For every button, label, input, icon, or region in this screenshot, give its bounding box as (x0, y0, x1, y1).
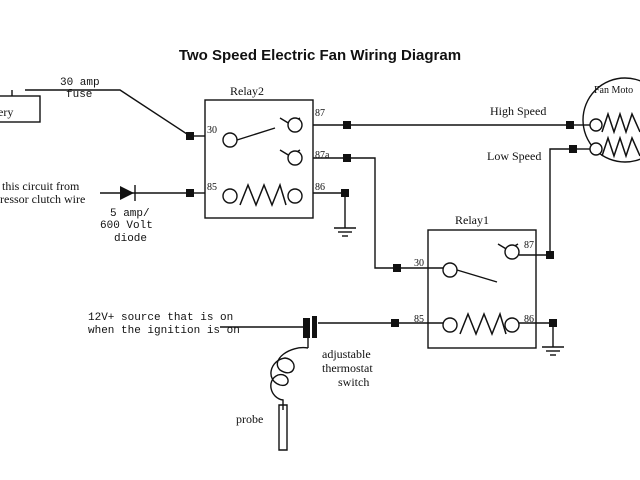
low-speed-label: Low Speed (487, 149, 541, 163)
terminal-relay1-87 (546, 251, 554, 259)
terminal-high-speed (566, 121, 574, 129)
terminal-relay2-85-ext (186, 189, 194, 197)
probe-bulb (278, 404, 288, 451)
relay2: Relay2 30 85 87 87a 86 (194, 84, 330, 219)
relay1-pin87 (504, 244, 520, 260)
thermostat-label-line3: switch (338, 375, 369, 389)
terminal-relay2-87a (343, 154, 351, 162)
probe-capillary (270, 346, 309, 410)
relay1-pin87-label: 87 (524, 240, 534, 251)
relay1-pin30 (442, 262, 458, 278)
terminal-relay1-86 (549, 319, 557, 327)
probe-label: probe (236, 412, 263, 426)
relay1-pin85 (442, 317, 458, 333)
fan-motor-label: Fan Moto (594, 85, 633, 96)
relay2-pin87a-label: 87a (315, 150, 330, 161)
ground-icon-relay1 (542, 327, 564, 356)
terminal-relay2-86 (341, 189, 349, 197)
terminal-relay1-85 (391, 319, 399, 327)
diode-label-line1: 5 amp/ (110, 208, 150, 220)
relay1-pin86 (504, 317, 520, 333)
relay1-body (427, 229, 537, 349)
relay2-pin87-label: 87 (315, 108, 325, 119)
compressor-note-line1: this circuit from (2, 179, 80, 193)
high-speed-label: High Speed (490, 104, 546, 118)
fuse-label-line2: fuse (66, 89, 92, 101)
relay2-coil (239, 182, 287, 208)
terminal-relay1-30 (393, 264, 401, 272)
relay2-pin30 (222, 132, 238, 148)
compressor-note-line2: ressor clutch wire (0, 192, 85, 206)
terminal-relay2-87 (343, 121, 351, 129)
relay2-pin85-label: 85 (207, 182, 217, 193)
relay2-label: Relay2 (230, 84, 264, 98)
relay1: Relay1 30 85 87 86 (414, 213, 537, 349)
relay1-coil (459, 311, 507, 337)
battery-body (0, 95, 41, 123)
thermostat-label-line1: adjustable (322, 347, 371, 361)
fan-motor: Fan Moto (574, 77, 640, 163)
thermostat-label-line2: thermostat (322, 361, 373, 375)
relay2-pin86 (287, 188, 303, 204)
relay2-pin30-label: 30 (207, 125, 217, 136)
ground-icon (334, 197, 356, 237)
relay1-label: Relay1 (455, 213, 489, 227)
diagram-title: Two Speed Electric Fan Wiring Diagram (179, 47, 461, 64)
fan-motor-body (582, 77, 640, 163)
terminal-relay2-30-ext (186, 132, 194, 140)
battery-label: ery (0, 105, 13, 119)
thermostat-switch-icon (270, 316, 317, 451)
battery: ery (0, 89, 60, 123)
relay2-87a-wire (313, 157, 395, 269)
fuse-label-line1: 30 amp (60, 77, 100, 89)
low-speed-wire (549, 148, 573, 258)
diode-label-line2: 600 Volt (100, 220, 153, 232)
relay2-pin86-label: 86 (315, 182, 325, 193)
fan-low-winding (601, 135, 640, 159)
fan-high-winding (601, 111, 640, 135)
source-label-line1: 12V+ source that is on (88, 312, 233, 324)
relay2-switch-arm (236, 127, 276, 141)
fuse-wire (60, 89, 191, 137)
relay1-pin86-label: 86 (524, 314, 534, 325)
relay1-switch-arm (456, 269, 498, 283)
diode-icon (120, 185, 136, 201)
relay2-pin85 (222, 188, 238, 204)
relay1-pin85-label: 85 (414, 314, 424, 325)
relay1-pin30-label: 30 (414, 258, 424, 269)
source-label-line2: when the ignition is on (88, 325, 240, 337)
diode-label-line3: diode (114, 233, 147, 245)
